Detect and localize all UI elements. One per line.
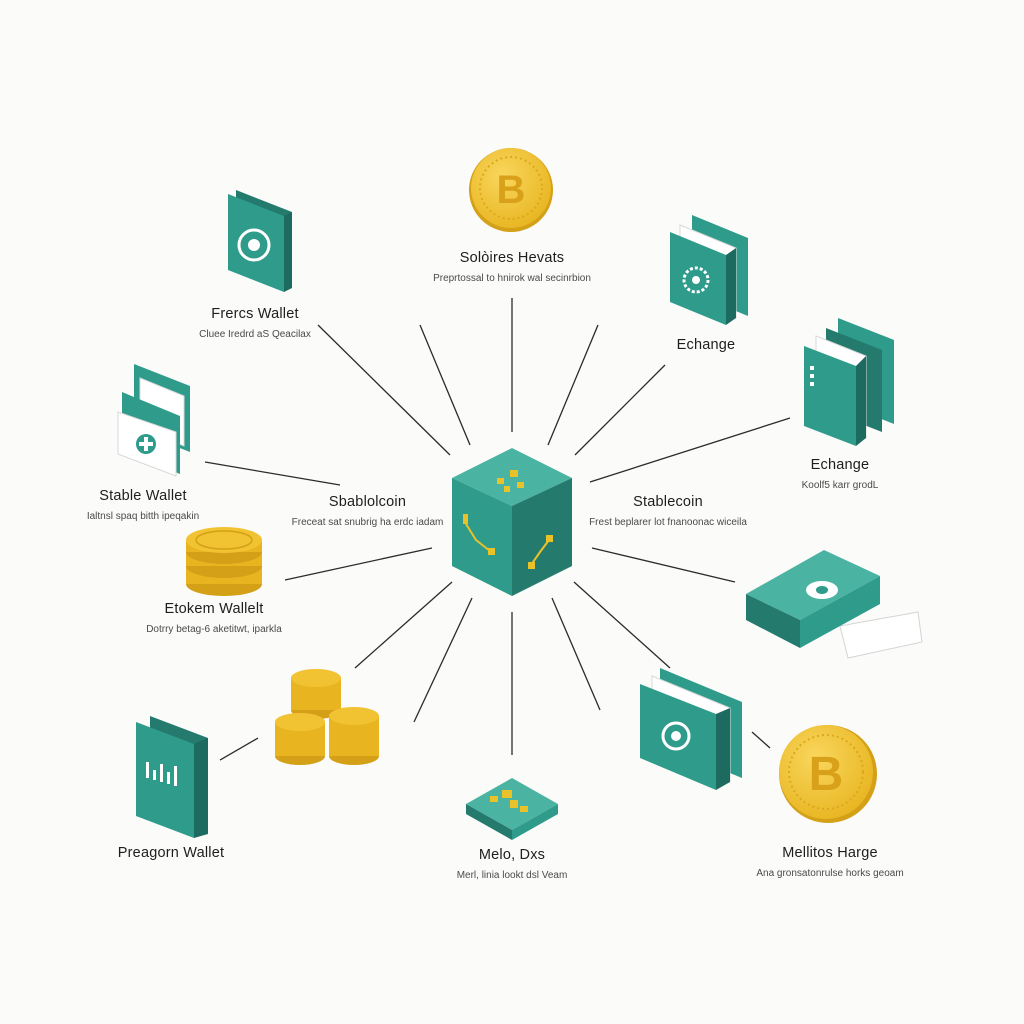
hub-title: Stablecoin: [633, 494, 703, 510]
node-bottom-right-label: Mellitos Harge Ana gronsatonrulse horks …: [745, 845, 915, 879]
hub-left-label: Sbablolcoin Freceat sat snubrig ha erdc …: [280, 494, 455, 528]
hub-right-label: Stablecoin Frest beplarer lot fnanoonac …: [578, 494, 758, 528]
node-title: Stable Wallet: [99, 488, 187, 504]
svg-text:B: B: [497, 168, 526, 212]
connector-line: [354, 581, 453, 669]
connector-line: [573, 581, 671, 669]
wallet-book-icon: [228, 190, 292, 292]
node-title: Echange: [810, 457, 870, 473]
bitcoin-coin-icon: B: [779, 725, 877, 823]
node-mid-left-label: Etokem Wallelt Dotrry betag-6 aketitwt, …: [124, 601, 304, 635]
node-title: Melo, Dxs: [478, 847, 546, 863]
connector-line: [219, 737, 259, 761]
connector-lines: [204, 298, 791, 761]
hub-title: Sbablolcoin: [328, 494, 407, 510]
bitcoin-coin-icon: B: [469, 148, 553, 232]
node-top-label: Solòires Hevats Preprtossal to hnirok wa…: [402, 250, 622, 284]
node-right-label: Echange Koolf5 karr grodL: [770, 457, 910, 491]
card-wallet-icon: [746, 550, 923, 659]
wallet-book-icon: [640, 668, 742, 790]
node-subtitle: Cluee Iredrd aS Qeacilax: [199, 329, 311, 340]
node-title: Frercs Wallet: [211, 306, 299, 322]
connector-line: [419, 324, 471, 446]
node-top-right-label: Echange: [646, 337, 766, 353]
connector-line: [589, 417, 791, 483]
node-title: Etokem Wallelt: [164, 601, 264, 617]
hub-subtitle: Frest beplarer lot fnanoonac wiceila: [589, 517, 747, 528]
coin-stack-icon: [186, 527, 262, 596]
svg-text:B: B: [809, 748, 844, 801]
connector-line: [413, 597, 473, 723]
connector-line: [591, 547, 736, 583]
wallet-book-icon: [117, 364, 190, 477]
blockchain-cube-icon: [452, 448, 572, 596]
node-bottom-label: Melo, Dxs Merl, linia lookt dsl Veam: [432, 847, 592, 881]
connector-line: [551, 597, 601, 711]
node-title: Echange: [676, 337, 736, 353]
wallet-book-icon: [136, 716, 208, 838]
node-subtitle: Preprtossal to hnirok wal secinrbion: [433, 273, 591, 284]
node-title: Mellitos Harge: [782, 845, 878, 861]
node-bottom-left-label: Preagorn Wallet: [96, 845, 246, 861]
connector-line: [574, 364, 666, 456]
node-subtitle: Ana gronsatonrulse horks geoam: [756, 868, 904, 879]
coin-stack-icon: [275, 669, 379, 765]
connector-line: [751, 731, 771, 749]
connector-line: [284, 547, 433, 581]
wallet-book-icon: [670, 215, 748, 325]
connector-line: [317, 324, 451, 456]
hub-subtitle: Freceat sat snubrig ha erdc iadam: [291, 517, 444, 528]
node-left-label: Stable Wallet Ialtnsl spaq bitth ipeqaki…: [58, 488, 228, 522]
node-top-left-label: Frercs Wallet Cluee Iredrd aS Qeacilax: [165, 306, 345, 340]
connector-line: [204, 461, 341, 486]
node-subtitle: Ialtnsl spaq bitth ipeqakin: [86, 511, 200, 522]
node-subtitle: Dotrry betag-6 aketitwt, iparkla: [146, 624, 282, 635]
node-subtitle: Koolf5 karr grodL: [801, 480, 879, 491]
node-title: Preagorn Wallet: [117, 845, 225, 861]
connector-line: [547, 324, 599, 446]
node-title: Solòires Hevats: [459, 250, 565, 266]
node-subtitle: Merl, linia lookt dsl Veam: [456, 870, 568, 881]
blockchain-tile-icon: [466, 778, 558, 840]
wallet-book-icon: [804, 318, 894, 446]
